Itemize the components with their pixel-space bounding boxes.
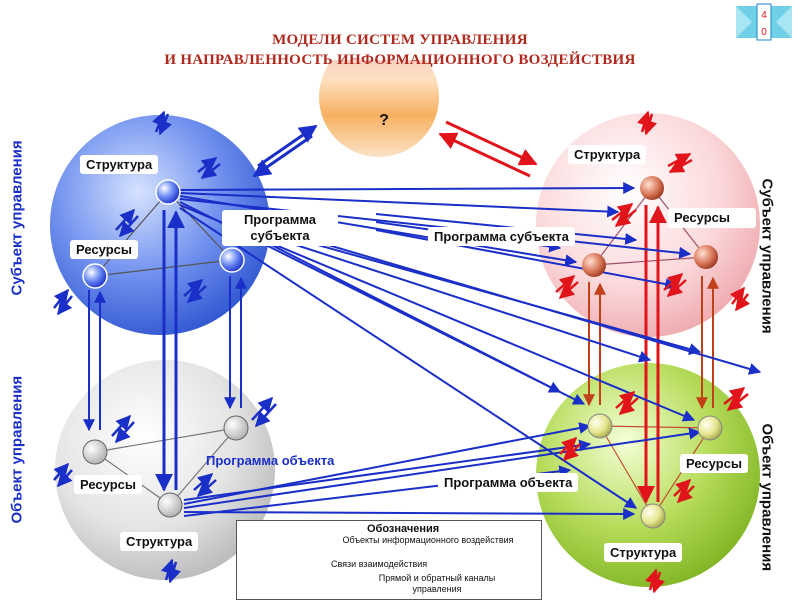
top-node-label: ? — [379, 112, 389, 129]
left-subject-resources-node — [82, 263, 108, 289]
right-object-structure-label: Структура — [604, 543, 683, 562]
page-title-line2: И НАПРАВЛЕННОСТЬ ИНФОРМАЦИОННОГО ВОЗДЕЙС… — [164, 52, 636, 68]
left-vertical-channels — [83, 210, 247, 492]
nav-book-icon[interactable]: 4 0 — [736, 3, 792, 41]
left-object-structure-label: Структура — [120, 532, 199, 551]
legend-title: Обозначения — [367, 523, 440, 535]
right-subject-program-node — [694, 245, 718, 269]
top-question-sphere — [319, 60, 439, 157]
right-object-resources-node — [587, 413, 613, 439]
left-object-program-label: Программа объекта — [206, 453, 335, 468]
svg-text:4: 4 — [761, 10, 767, 21]
left-object-program-node — [223, 415, 249, 441]
right-subject-program-label: Программа субъекта — [428, 227, 575, 246]
right-subject-sphere — [536, 113, 760, 337]
legend-box: Обозначения Объекты информационного возд… — [236, 520, 542, 600]
left-subject-side-label: Субъект управления — [8, 140, 26, 296]
right-subject-structure-node — [640, 176, 664, 200]
top-channels — [252, 120, 538, 178]
legend-item-objects: Объекты информационного воздействия — [342, 535, 514, 545]
right-subject-resources-label: Ресурсы — [668, 208, 756, 228]
right-subject-resources-node — [582, 253, 606, 277]
left-object-structure-node — [157, 492, 183, 518]
left-object-resources-label: Ресурсы — [74, 475, 142, 494]
right-object-structure-node — [640, 503, 666, 529]
svg-text:0: 0 — [761, 27, 767, 38]
left-subject-program-node — [219, 247, 245, 273]
right-object-program-node — [697, 415, 723, 441]
left-subject-resources-label: Ресурсы — [70, 240, 138, 259]
right-subject-side-label: Субъект управления — [758, 178, 776, 334]
left-object-resources-node — [82, 439, 108, 465]
right-object-program-label: Программа объекта — [438, 473, 579, 492]
legend-item-links: Связи взаимодействия — [331, 559, 428, 569]
left-subject-program-label: Программа субъекта — [222, 210, 338, 246]
left-subject-structure-node — [155, 179, 181, 205]
right-object-resources-label: Ресурсы — [680, 454, 748, 473]
red-interaction-glyphs — [555, 110, 751, 594]
blue-interaction-glyphs — [53, 110, 277, 584]
right-subject-structure-label: Структура — [568, 145, 647, 164]
right-object-side-label: Объект управления — [758, 423, 776, 572]
left-object-side-label: Объект управления — [8, 375, 26, 524]
left-subject-structure-label: Структура — [80, 155, 159, 174]
legend-item-channels: Прямой и обратный каналы управления — [378, 573, 496, 594]
page-title-line1: МОДЕЛИ СИСТЕМ УПРАВЛЕНИЯ — [272, 32, 528, 48]
